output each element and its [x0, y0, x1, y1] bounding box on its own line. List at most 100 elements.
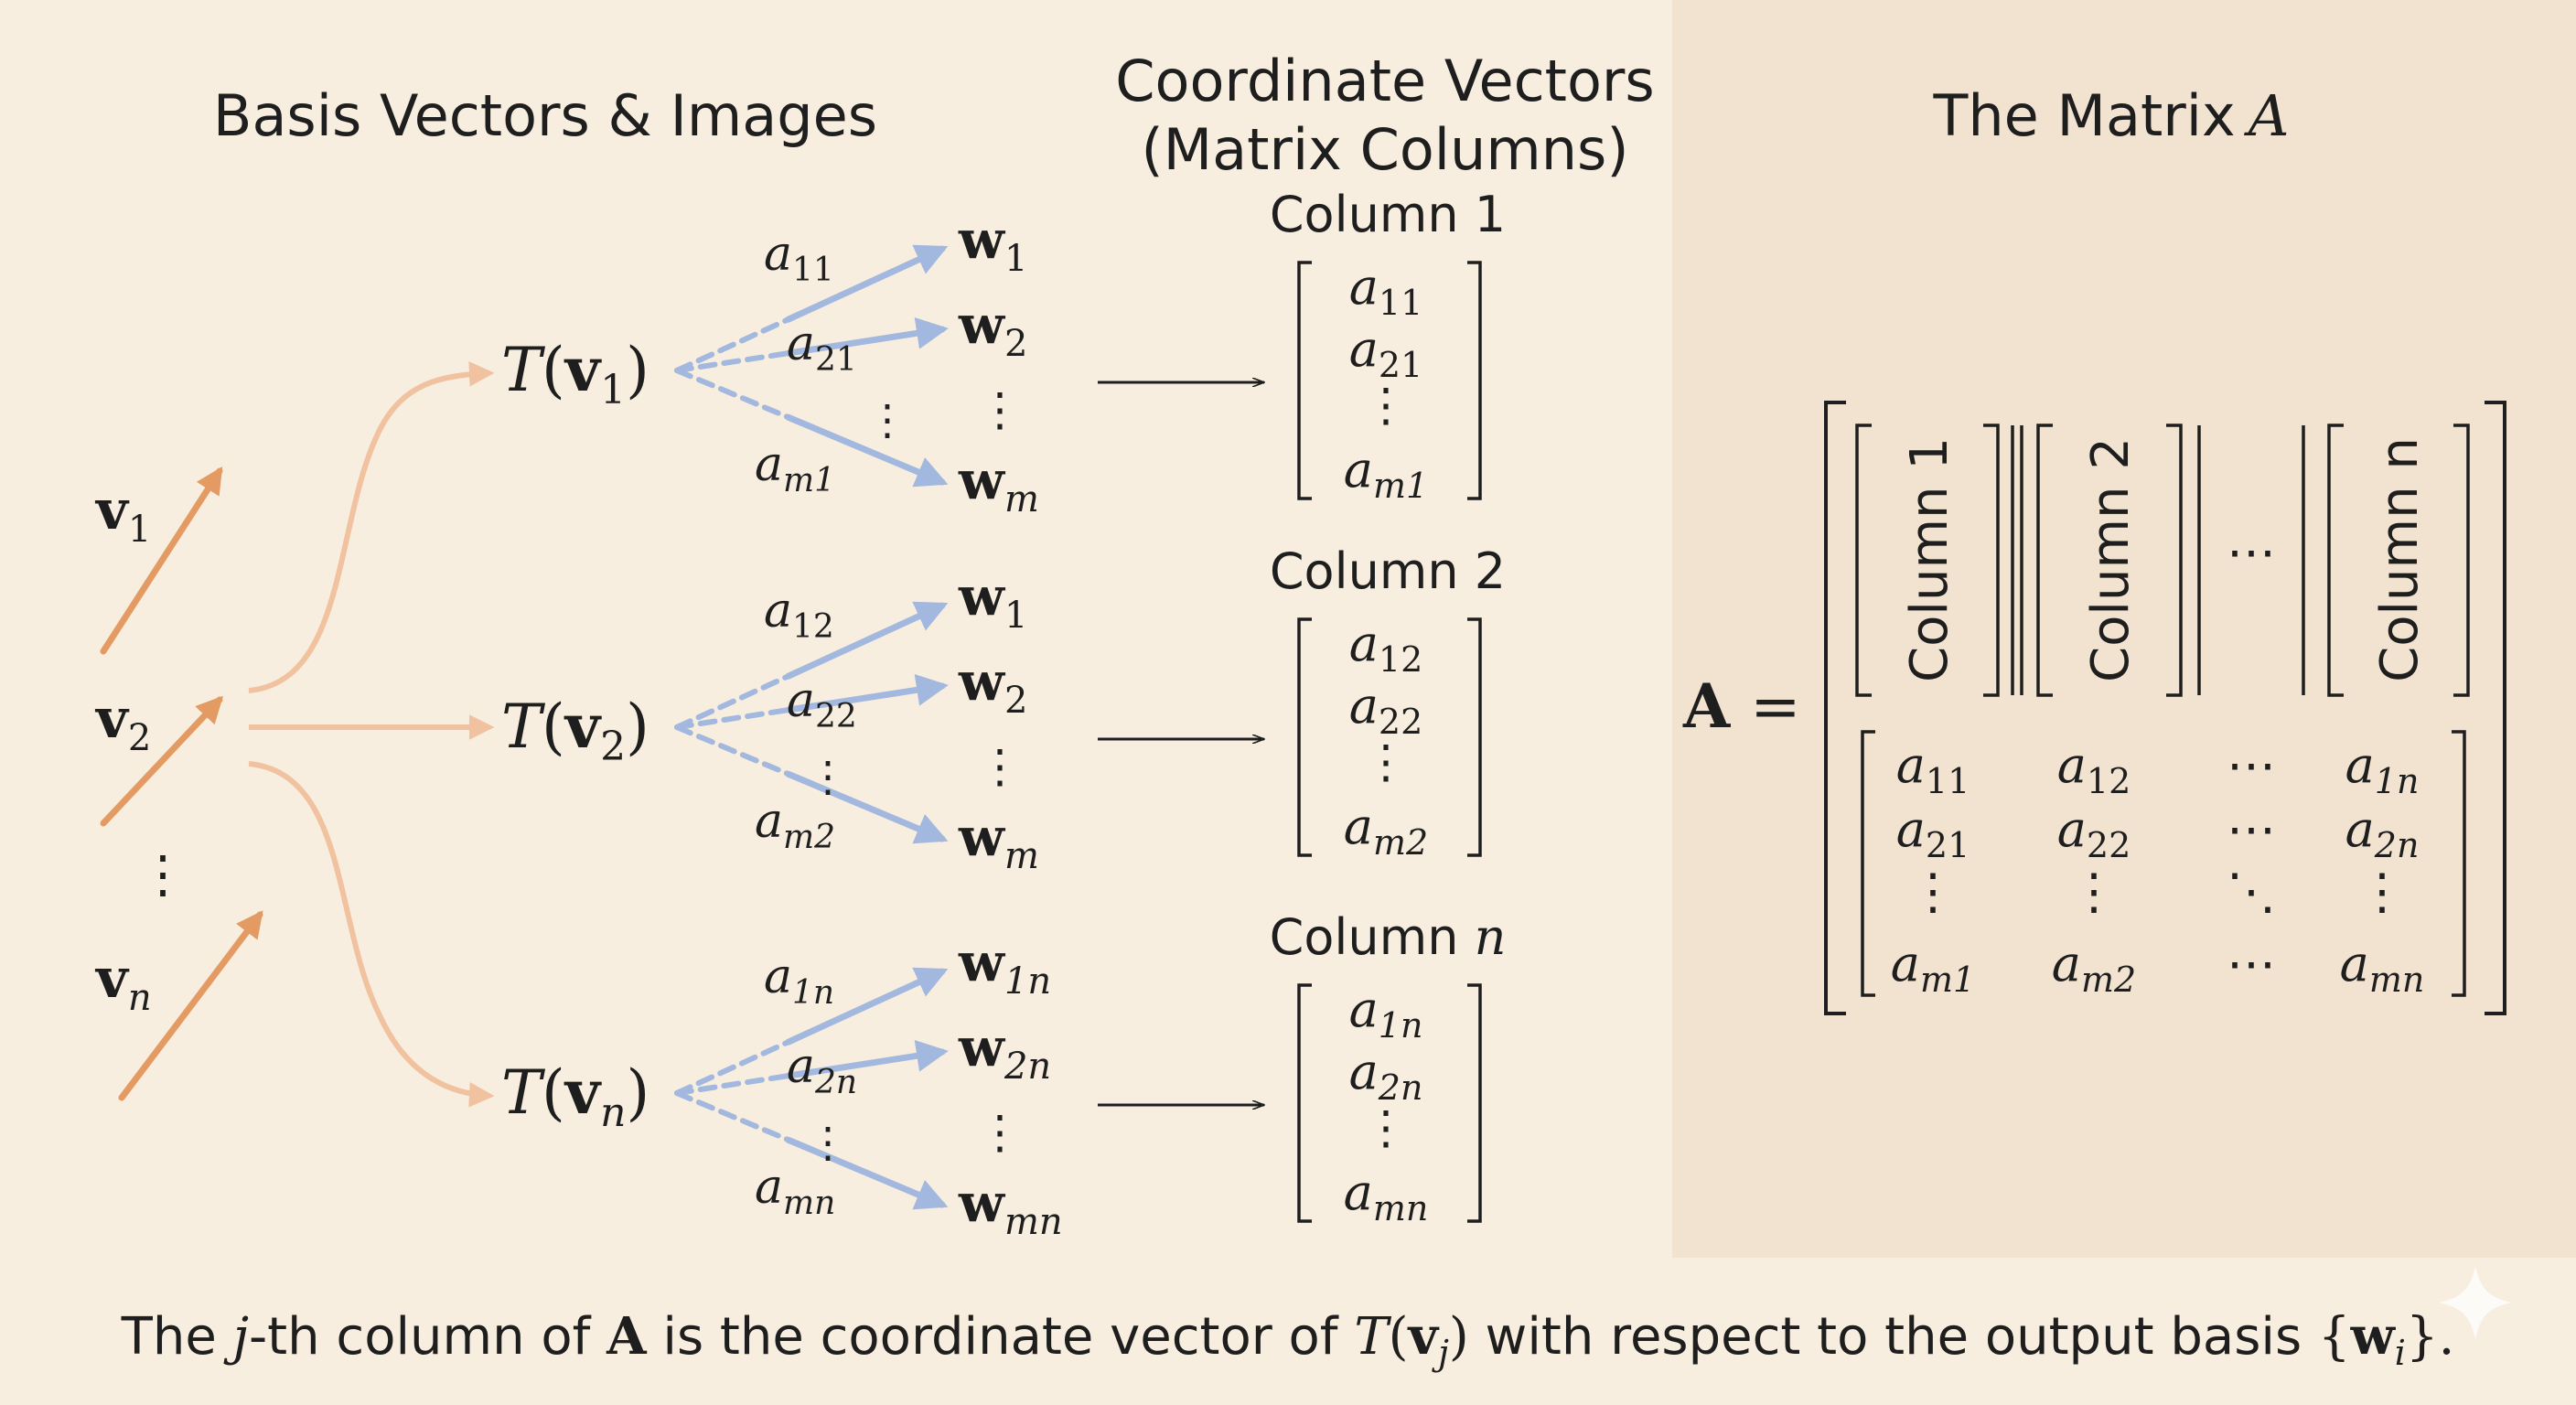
w-label-bot: wm [958, 449, 1039, 520]
column-title-2: Column 2 [1270, 542, 1506, 600]
column-title-3: Column n [1270, 908, 1507, 966]
matrix-entry: amn [2340, 935, 2425, 1000]
matrix-entry: ⋯ [2227, 736, 2276, 794]
w-label-mid: w2 [958, 650, 1027, 722]
matrix-column2-label: Column 2 [2081, 437, 2141, 682]
heading-basis: Basis Vectors & Images [213, 82, 877, 149]
coef-arrow-dashed-mid [674, 350, 791, 373]
column1-box-right [1983, 424, 2000, 697]
coef-arrow-dashed-bot [674, 724, 791, 778]
entries-bracket-left [1861, 730, 1875, 997]
label-vn: vn [94, 947, 152, 1019]
label-Tv3: T(vn) [501, 1056, 649, 1136]
column-title-1: Column 1 [1270, 186, 1506, 243]
coef-arrow-mid [785, 1040, 949, 1079]
coef-label-bot: am1 [755, 437, 835, 499]
matrix-entry: a1n [2345, 736, 2420, 801]
matrix-entry: am2 [2052, 935, 2136, 1000]
coef-arrow-dashed-top [674, 316, 791, 373]
coef-label-mid: a2n [787, 1039, 857, 1101]
w-vdots: ⋮ [977, 383, 1023, 436]
coef-label-top: a1n [764, 949, 834, 1012]
label-v2: v2 [94, 687, 151, 759]
label-Tv2: T(v2) [501, 691, 649, 770]
matrix-entry: a21 [1896, 800, 1970, 865]
matrix-column1-label: Column 1 [1900, 437, 1959, 682]
coef-arrow-dashed-bot [674, 368, 791, 421]
matrix-column-n-label: Column n [2370, 437, 2430, 682]
matrix-lhs: A= [1682, 670, 1801, 742]
matrix-entry: am1 [1891, 935, 1975, 1000]
coef-arrow-dashed-mid [674, 707, 791, 730]
caption: The j-th column of A is the coordinate v… [121, 1306, 2455, 1373]
coef-arrow-mid [785, 674, 949, 713]
w-label-mid: w2 [958, 294, 1027, 365]
matrix-entry: ⋮ [1908, 863, 1958, 920]
column-entry: am2 [1344, 798, 1428, 863]
coef-label-mid: a21 [787, 316, 857, 379]
column-bracket-right [1467, 617, 1482, 857]
coef-arrow-top [785, 601, 949, 680]
coef-vdots: ⋮ [866, 395, 908, 445]
mapping-curves [248, 361, 495, 1108]
matrix-entry: ⋯ [2227, 935, 2276, 992]
arrow-vn [118, 910, 263, 1101]
matrix-entry: a11 [1896, 736, 1970, 801]
matrix-outer-bracket-left [1824, 401, 1846, 1015]
column2-box-left [2036, 424, 2053, 697]
column-n-box-left [2327, 424, 2344, 697]
column-entry: a1n [1349, 981, 1423, 1046]
coef-arrow-dashed-top [674, 1039, 791, 1096]
vdots-inputs: ⋮ [137, 845, 188, 905]
column2-box-right [2166, 424, 2183, 697]
matrix-entry: a2n [2345, 800, 2420, 865]
coef-label-bot: am2 [755, 794, 835, 856]
matrix-entry: ⋯ [2227, 800, 2276, 858]
coef-arrow-top [785, 244, 949, 323]
coef-label-top: a12 [764, 584, 834, 646]
coef-arrow-bot [785, 1136, 949, 1210]
column-entry: a11 [1349, 258, 1423, 323]
coef-arrow-top [785, 967, 949, 1046]
matrix-entry: ⋮ [2069, 863, 2119, 920]
matrix-entry: a12 [2057, 736, 2131, 801]
entries-bracket-right [2452, 730, 2466, 997]
column-entry-vdots: ⋮ [1363, 735, 1409, 788]
coef-arrow-mid [785, 317, 949, 357]
column-entry: amn [1344, 1164, 1429, 1228]
w-vdots: ⋮ [977, 1106, 1023, 1159]
coef-arrow-dashed-top [674, 673, 791, 730]
coef-arrow-bot [785, 413, 949, 488]
arrow-v1 [100, 467, 223, 655]
w-label-bot: wmn [958, 1172, 1063, 1243]
column1-box-left [1855, 424, 1872, 697]
coef-vdots: ⋮ [807, 1118, 849, 1167]
column-bracket-left [1297, 617, 1312, 857]
column-entry: a2n [1349, 1043, 1423, 1108]
w-label-top: w1 [958, 209, 1027, 280]
column-entry-vdots: ⋮ [1363, 379, 1409, 432]
w-vdots: ⋮ [977, 740, 1023, 793]
column-bracket-left [1297, 983, 1312, 1223]
matrix-entry: ⋮ [2357, 863, 2407, 920]
matrix-panel [1672, 0, 2576, 1258]
column-bracket-left [1297, 261, 1312, 500]
heading-coordinate-line1: Coordinate Vectors [1115, 48, 1654, 114]
column-entry-vdots: ⋮ [1363, 1101, 1409, 1154]
curve-to-Tv1 [248, 361, 495, 693]
w-label-mid: w2n [958, 1016, 1051, 1088]
matrix-outer-bracket-right [2485, 401, 2506, 1015]
column-n-box-right [2453, 424, 2470, 697]
w-label-bot: wm [958, 806, 1039, 877]
coef-label-mid: a22 [787, 673, 857, 735]
sparkle-icon [2439, 1266, 2512, 1339]
coef-arrow-dashed-bot [674, 1090, 791, 1143]
coef-arrow-bot [785, 770, 949, 844]
w-label-top: w1 [958, 565, 1027, 637]
matrix-a: A= Column 1 Column 2 Column n ⋯ a11 a12 ⋯ a… [1682, 401, 2506, 1015]
